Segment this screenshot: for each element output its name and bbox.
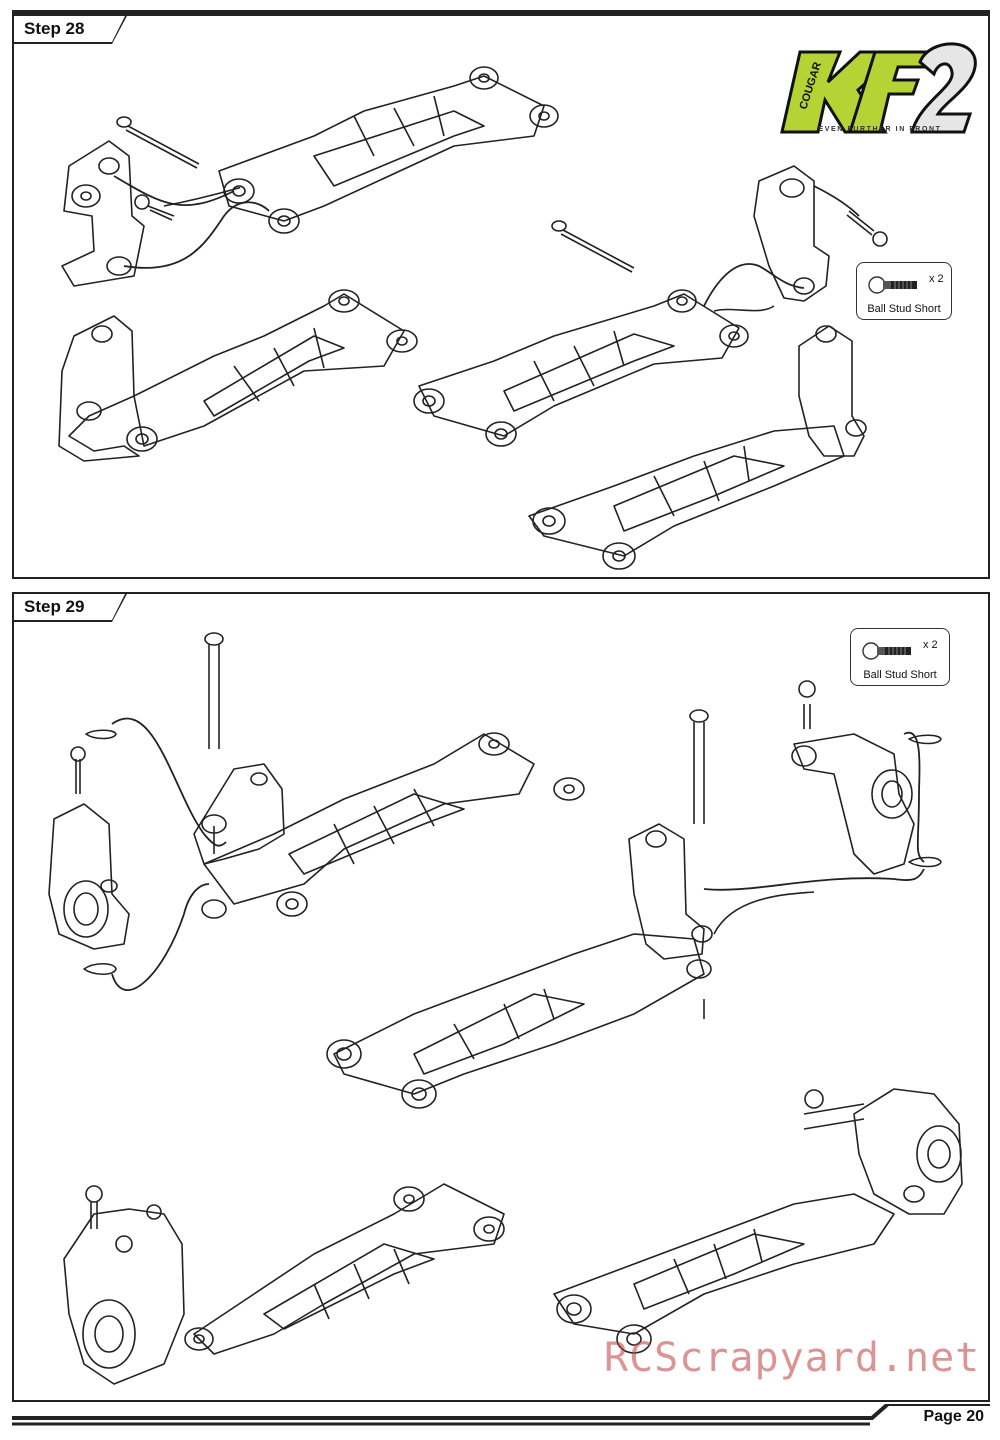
- ball-stud-icon: [862, 642, 911, 660]
- step-28-pin-left: [116, 116, 200, 169]
- step-28-ball-stud-right: [846, 210, 888, 247]
- step-29-hub-right: [791, 680, 942, 875]
- step-29-assembled-left: [63, 1183, 505, 1385]
- step-28-arm-center: [413, 289, 749, 447]
- ball-stud-icon: [868, 276, 917, 294]
- step-29-legend-qty: x 2: [923, 639, 938, 651]
- step-29-panel: Step 29: [12, 592, 990, 1402]
- watermark: RCScrapyard.net: [604, 1335, 981, 1381]
- step-28-hub-carrier-right: [753, 165, 830, 302]
- step-28-arm-assembled-right: [528, 325, 867, 570]
- top-rule: [12, 10, 990, 14]
- step-29-arm-upper: [193, 732, 585, 919]
- step-29-title: Step 29: [12, 592, 128, 622]
- step-28-hub-carrier-left: [61, 140, 145, 287]
- step-28-title: Step 28: [12, 14, 128, 44]
- step-29-arm-center: [326, 823, 713, 1109]
- logo-tagline: EVEN FURTHER IN FRONT: [818, 126, 942, 133]
- step-28-panel: Step 28: [12, 14, 990, 579]
- step-29-assembled-right: [553, 1088, 963, 1354]
- step-29-legend: x 2 Ball Stud Short: [850, 628, 950, 686]
- step-29-diagram: [48, 632, 963, 1385]
- step-28-pin-center: [551, 220, 635, 273]
- step-29-pin-left: [204, 632, 224, 854]
- kf2-logo: COUGAR: [780, 42, 977, 134]
- page-number: Page 20: [923, 1408, 984, 1425]
- step-28-diagram: [58, 66, 888, 570]
- step-28-legend-qty: x 2: [929, 273, 944, 285]
- step-28-legend: x 2 Ball Stud Short: [856, 262, 952, 320]
- step-28-legend-name: Ball Stud Short: [867, 303, 941, 315]
- step-29-hub-left: [48, 729, 130, 976]
- step-29-legend-name: Ball Stud Short: [863, 669, 937, 681]
- step-29-pin-center: [689, 709, 709, 1019]
- step-28-arm-upper-left: [218, 66, 559, 234]
- step-28-arm-assembled-left: [58, 289, 418, 462]
- footer-bar: [12, 1404, 990, 1426]
- step-28-ball-stud-left: [134, 194, 175, 221]
